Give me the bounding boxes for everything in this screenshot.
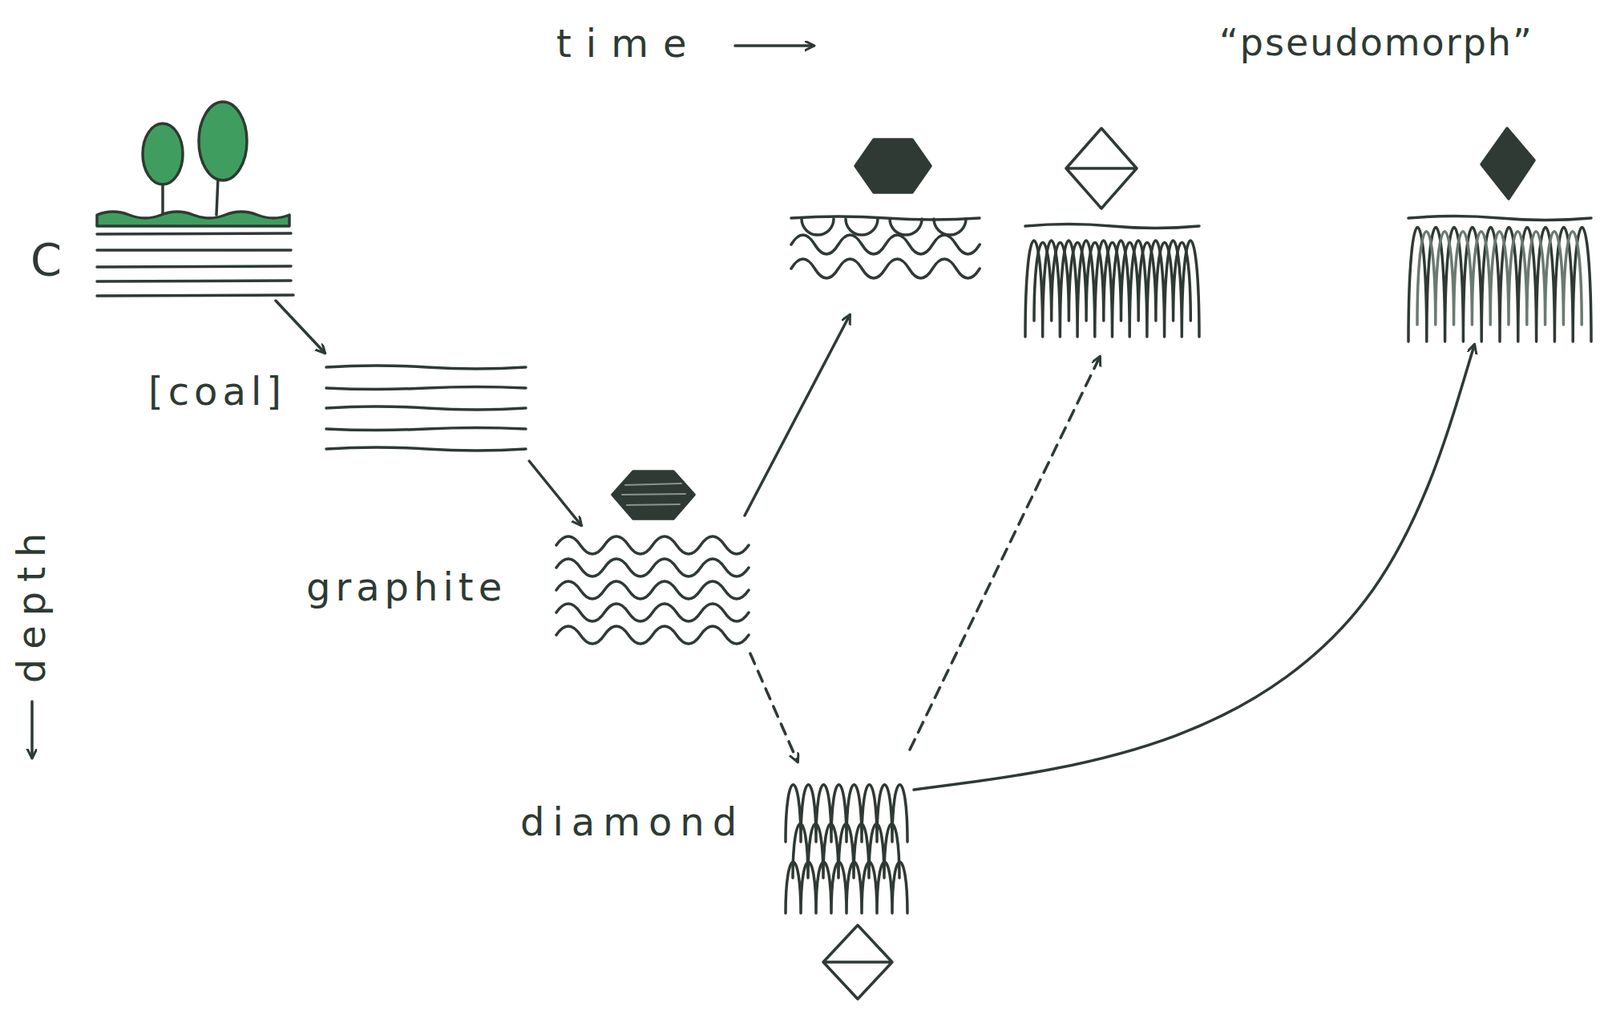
transformation-arrow xyxy=(750,653,798,762)
graphite-wave xyxy=(791,258,980,279)
stratum-label: graphite xyxy=(306,565,507,609)
surface-line xyxy=(1408,216,1592,221)
stratum-node: C xyxy=(24,96,301,301)
graphite-wave xyxy=(791,234,980,255)
crystal-hatch xyxy=(622,483,686,506)
axis-label: depth xyxy=(10,522,53,683)
graphite-wave xyxy=(556,581,749,599)
graphite-wave xyxy=(556,558,749,577)
tree-crown xyxy=(142,123,183,185)
graphite-crystal xyxy=(612,471,695,519)
stratum-line xyxy=(96,294,294,296)
stratum-node: graphite xyxy=(300,525,758,654)
diamond-crystal xyxy=(823,925,893,999)
stratum-line xyxy=(96,280,291,282)
time-arrow xyxy=(735,44,814,48)
stratum-node: diamond xyxy=(517,761,914,918)
diamond-fold xyxy=(1417,231,1582,325)
depth-arrow xyxy=(30,701,34,758)
pseudomorph-crystal xyxy=(1481,128,1535,199)
axis-label: time xyxy=(556,22,701,65)
diamond-fold xyxy=(1408,227,1592,343)
tree-crown xyxy=(198,101,247,181)
ground-band xyxy=(96,211,290,227)
stratum-label: C xyxy=(30,234,62,285)
diamond-crystal xyxy=(1066,128,1137,209)
stratum-line xyxy=(96,266,291,267)
coal-line xyxy=(326,365,526,369)
diamond-fold xyxy=(1025,240,1200,337)
transformation-arrow xyxy=(913,344,1475,790)
stratum-node: “pseudomorph” xyxy=(1214,16,1592,345)
diamond-fold xyxy=(792,824,900,879)
stratum-label: diamond xyxy=(520,800,745,844)
coal-line xyxy=(326,428,526,431)
stratum-line xyxy=(96,248,291,252)
surface-line xyxy=(791,216,980,220)
eroded-bowl xyxy=(801,218,966,235)
uplift-arrow xyxy=(909,356,1100,750)
diamond-fold xyxy=(785,861,908,914)
graphite-wave xyxy=(556,626,749,644)
uplift-arrow xyxy=(744,315,850,516)
stratum-line xyxy=(96,233,291,235)
graphite-crystal xyxy=(855,139,931,193)
tree-trunk xyxy=(161,182,165,215)
coal-line xyxy=(326,406,526,410)
stratum-label: [coal] xyxy=(148,370,287,413)
stratum-node: [coal] xyxy=(144,352,534,461)
tree-trunk xyxy=(216,177,219,215)
graphite-wave xyxy=(556,603,749,622)
coal-line xyxy=(326,387,526,390)
coal-line xyxy=(326,447,526,451)
graphite-wave xyxy=(556,536,749,554)
diamond-fold xyxy=(1034,242,1191,322)
transformation-arrow xyxy=(529,460,582,526)
surface-line xyxy=(1025,224,1200,229)
transformation-arrow xyxy=(275,300,325,353)
stratum-label: “pseudomorph” xyxy=(1219,22,1534,64)
